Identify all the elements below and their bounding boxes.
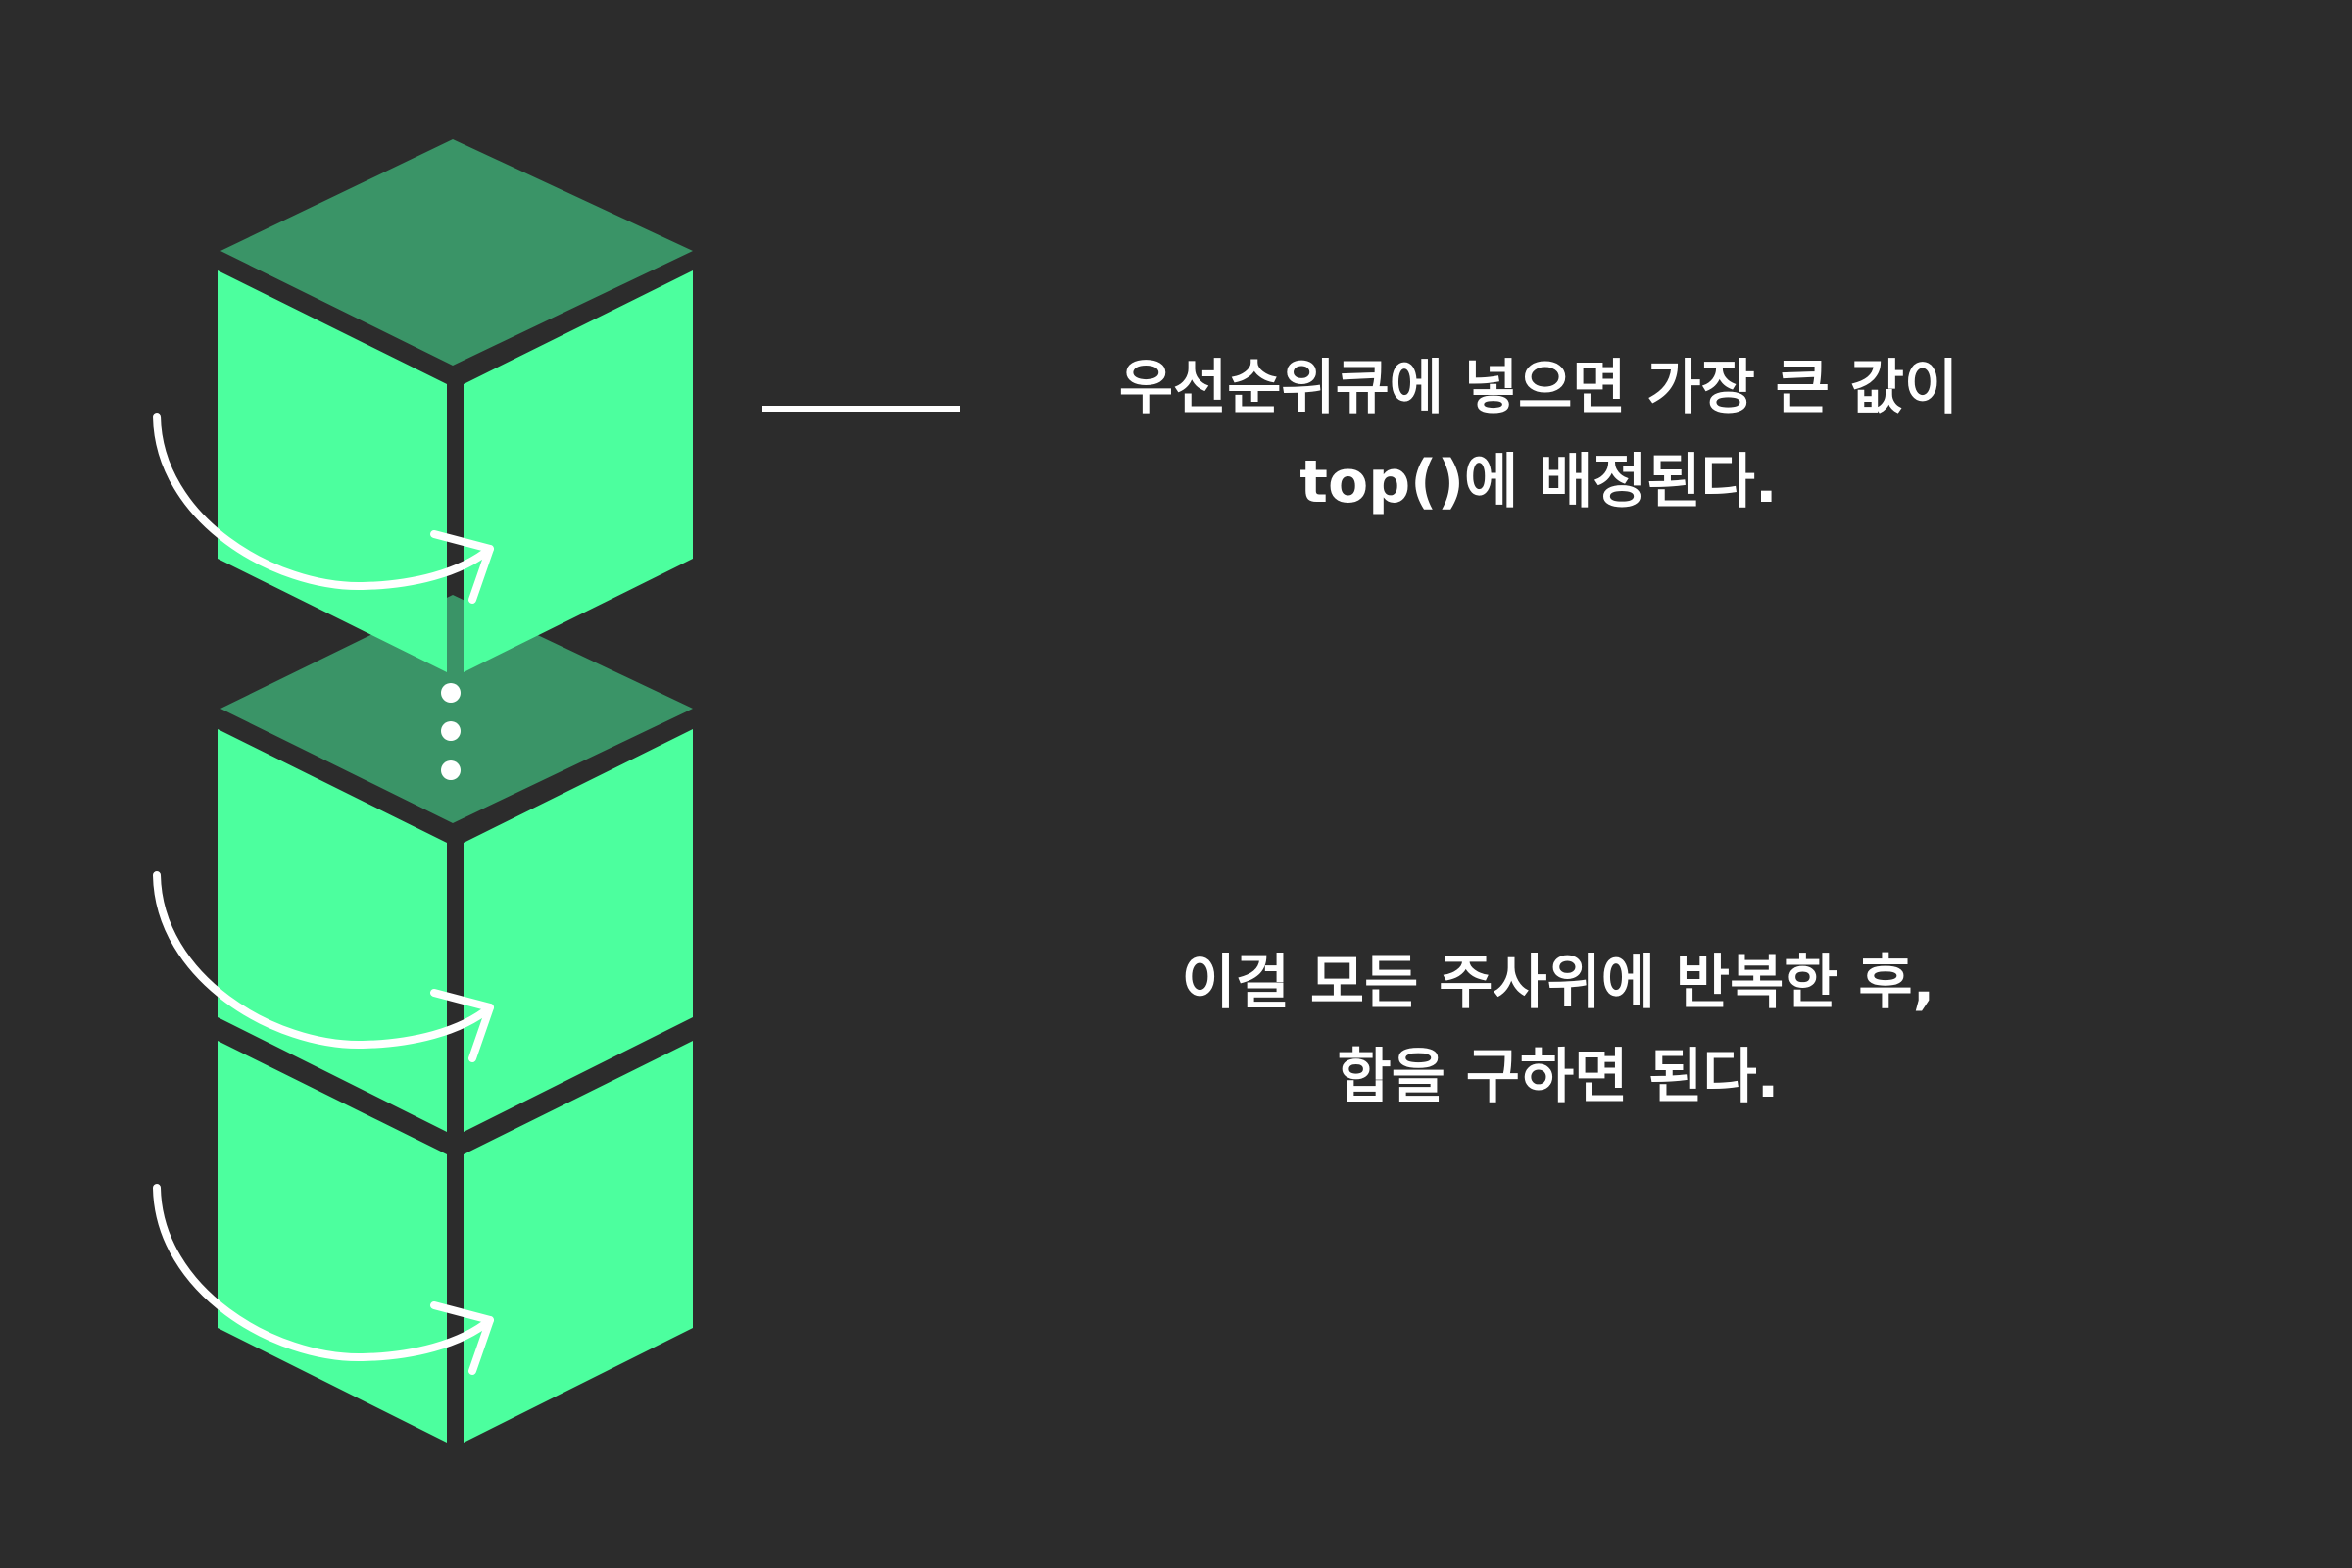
ellipsis-icon <box>441 683 461 780</box>
bottom-caption-line-2: 합을 구하면 된다. <box>1337 1043 1780 1111</box>
ellipsis-dot <box>441 683 461 703</box>
bottom-caption: 이걸 모든 주사위에 반복한 후, 합을 구하면 된다. <box>1058 936 2058 1124</box>
middle-cube-top-face <box>220 595 693 823</box>
rotate-arrow-icon-top <box>153 413 494 604</box>
top-caption-line-1: 우선순위큐에 넣으면 가장 큰 값이 <box>1118 354 1959 422</box>
top-cube-top-face <box>220 139 693 366</box>
middle-cube <box>218 595 693 1132</box>
middle-cube-right-face <box>464 729 693 1132</box>
rotate-arrow-icon-middle <box>153 871 494 1062</box>
ellipsis-dot <box>441 721 461 741</box>
ellipsis-dot <box>441 760 461 780</box>
top-caption: 우선순위큐에 넣으면 가장 큰 값이 top()에 배정된다. <box>1009 341 2068 529</box>
top-cube <box>218 139 693 672</box>
middle-cube-left-face <box>218 729 447 1132</box>
top-caption-line-2: top()에 배정된다. <box>1299 448 1778 516</box>
bottom-caption-line-1: 이걸 모든 주사위에 반복한 후, <box>1181 949 1936 1017</box>
top-cube-right-face <box>464 270 693 672</box>
bottom-cube <box>218 1041 693 1443</box>
rotate-arrow-icon-bottom <box>153 1184 494 1375</box>
bottom-cube-right-face <box>464 1041 693 1443</box>
